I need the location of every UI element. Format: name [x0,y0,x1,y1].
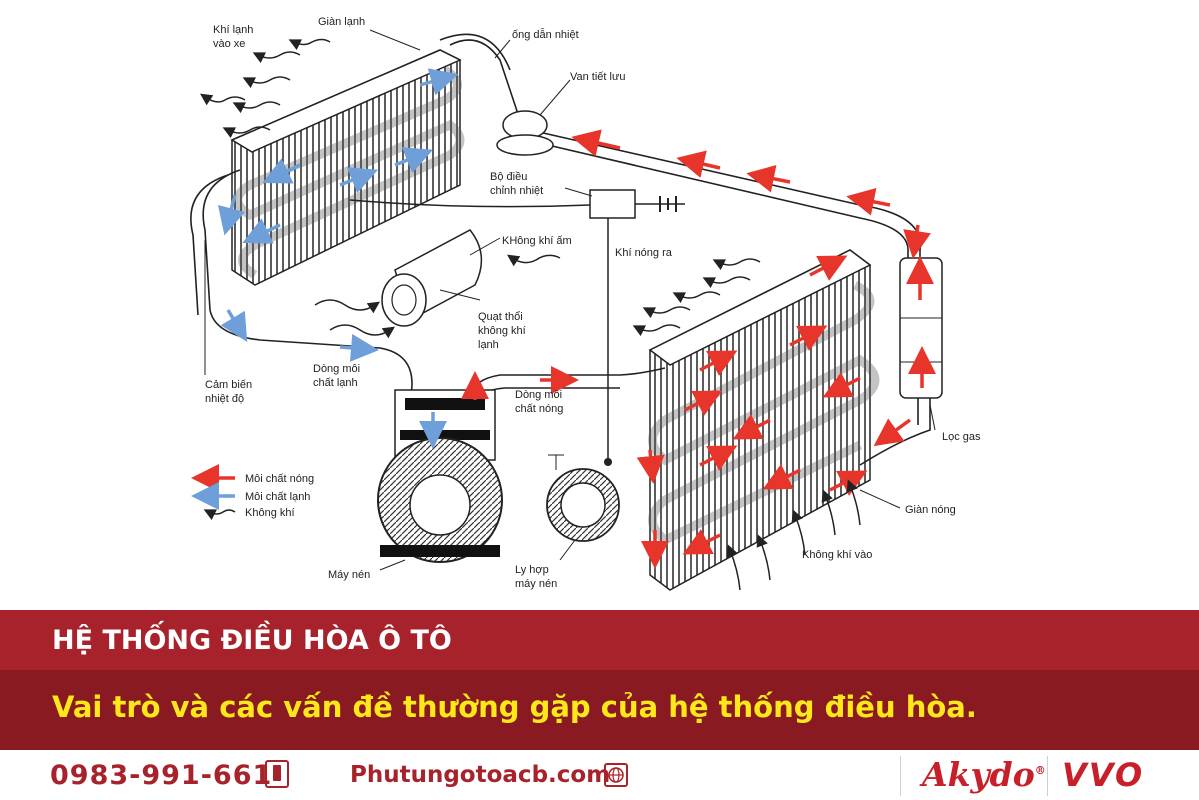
label-dong-moi-lanh: Dòng môi [313,363,360,375]
label-may-nen: Máy nén [328,569,370,581]
cold-flow-arrows [217,68,459,449]
label-van-tiet-luu: Van tiết lưu [570,71,625,83]
banner-title: HỆ THỐNG ĐIỀU HÒA Ô TÔ [52,625,452,656]
akydo-logo: Akydo® [922,755,1046,794]
label-vao-xe: vào xe [213,38,245,50]
label-chat-nong: chất nóng [515,403,563,415]
condenser [648,249,880,591]
globe-icon [604,763,628,787]
label-loc-gas: Lọc gas [942,431,981,443]
divider [1047,756,1048,796]
air-flow-arrows [200,38,861,591]
label-may-nen-2: máy nén [515,578,557,590]
hot-flow-arrows [461,129,936,569]
title-banner: HỆ THỐNG ĐIỀU HÒA Ô TÔ [0,610,1199,670]
label-khong-khi: không khí [478,325,526,337]
label-gian-nong: Giàn nóng [905,504,956,516]
website-link[interactable]: Phutungotoacb.com [350,762,611,788]
label-chinh-nhiet: chỉnh nhiệt [490,185,543,197]
evaporator [230,49,465,286]
ac-system-diagram: Khí lạnh vào xe Giàn lạnh ống dẫn nhiệt … [190,16,981,591]
legend-cold-label: Môi chất lạnh [245,491,310,503]
label-cam-bien: Cảm biến [205,379,252,391]
blower-fan [381,229,483,327]
footer-bar: 0983-991-661 Phutungotoacb.com Akydo® VV… [0,750,1199,800]
label-chat-lanh: chất lạnh [313,377,358,389]
label-gian-lanh: Giàn lạnh [318,16,365,28]
thermostat-box [349,189,685,460]
banner-subtitle: Vai trò và các vấn đề thường gặp của hệ … [52,690,977,724]
divider [900,756,901,796]
label-khong-khi-am: KHông khí ấm [502,235,572,247]
subtitle-banner: Vai trò và các vấn đề thường gặp của hệ … [0,670,1199,750]
label-ly-hop: Ly hợp [515,564,549,576]
label-lanh: lạnh [478,339,499,351]
label-dong-moi-nong: Dòng môi [515,389,562,401]
phone-icon [265,760,289,788]
label-khong-khi-vao: Không khí vào [802,549,872,561]
label-ong-dan-nhiet: ống dẫn nhiệt [512,28,579,41]
label-quat-thoi: Quạt thổi [478,311,523,323]
legend [191,464,236,521]
phone-number[interactable]: 0983-991-661 [50,760,273,791]
compressor-clutch [546,454,620,542]
diagram-labels: Khí lạnh vào xe Giàn lạnh ống dẫn nhiệt … [205,16,981,590]
label-nhiet-do: nhiệt độ [205,393,244,405]
label-bo-dieu: Bộ điều [490,171,527,183]
expansion-valve [496,110,554,156]
leader-lines [204,29,936,571]
legend-air-label: Không khí [245,507,295,519]
compressor [377,389,503,563]
label-khi-nong-ra: Khí nóng ra [615,247,673,259]
legend-hot-label: Môi chất nóng [245,473,314,485]
label-khi-lanh: Khí lạnh [213,24,253,36]
vvo-logo: VVO [1062,756,1145,794]
